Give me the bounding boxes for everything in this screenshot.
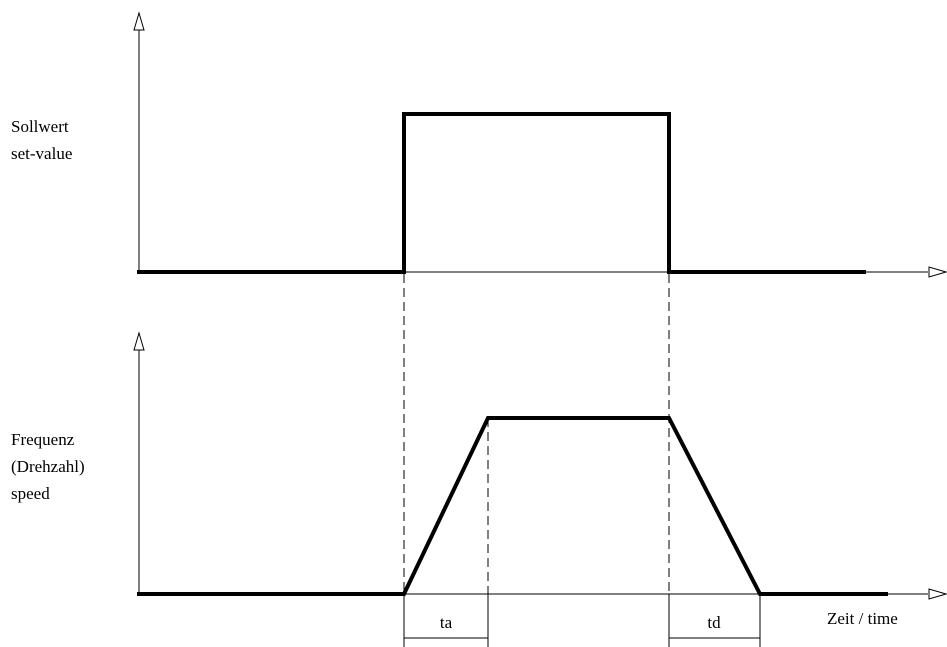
setvalue-y-axis-arrow: [133, 11, 145, 31]
setvalue-label-de: Sollwert: [11, 117, 69, 136]
speed-ramp-signal: [137, 416, 888, 596]
alignment-guides: [403, 274, 670, 594]
speed-x-axis-arrow: [928, 588, 947, 600]
speed-label-de: Frequenz: [11, 430, 75, 449]
setvalue-label-en: set-value: [11, 144, 72, 163]
accel-time-label: ta: [440, 613, 453, 632]
setvalue-graph: Sollwert set-value: [11, 11, 947, 278]
speed-y-axis-arrow: [133, 331, 145, 351]
speed-label-en: speed: [11, 484, 50, 503]
accel-interval: ta: [403, 594, 489, 647]
decel-time-label: td: [707, 613, 721, 632]
speed-label-paren: (Drehzahl): [11, 457, 85, 476]
setvalue-step-signal: [137, 112, 866, 274]
time-axis-label: Zeit / time: [827, 609, 898, 628]
decel-interval: td: [668, 594, 761, 647]
speed-graph: Frequenz (Drehzahl) speed: [11, 331, 947, 600]
setvalue-x-axis-arrow: [928, 266, 947, 278]
